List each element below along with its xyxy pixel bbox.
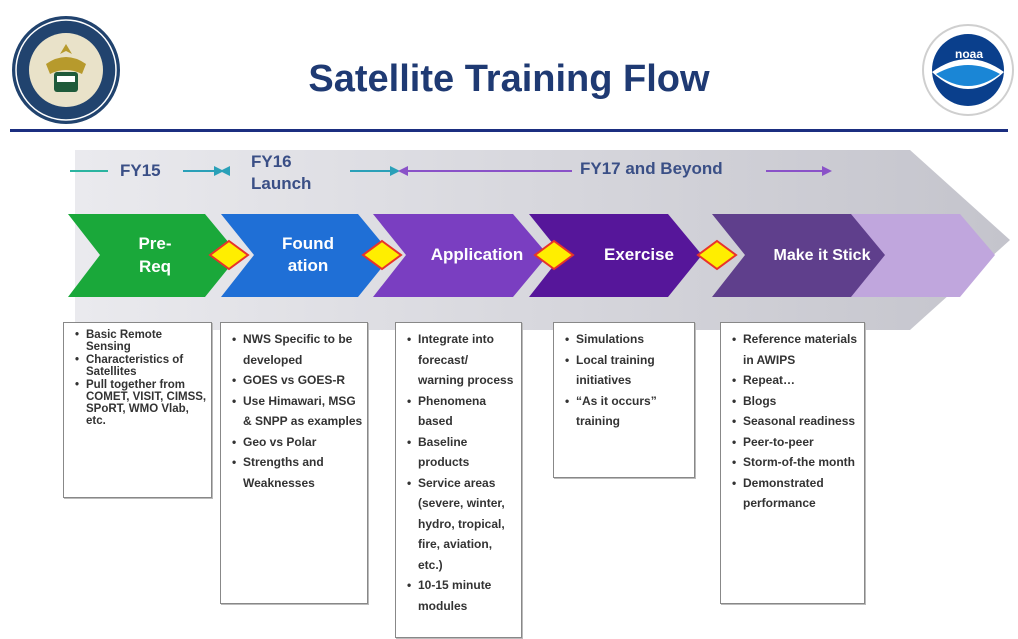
detail-list-foundation: NWS Specific to be developed GOES vs GOE… — [221, 323, 367, 493]
noaa-logo: noaa — [922, 24, 1014, 116]
list-item: Baseline products — [404, 432, 517, 473]
list-item: Pull together from COMET, VISIT, CIMSS, … — [72, 379, 207, 427]
detail-box-exercise: Simulations Local training initiatives “… — [553, 322, 695, 478]
list-item: “As it occurs” training — [562, 391, 690, 432]
timeline-label-fy16-launch: Launch — [251, 174, 312, 193]
stage-chevron-pre-req — [68, 214, 239, 297]
list-item: Reference materials in AWIPS — [729, 329, 860, 370]
list-item: Service areas (severe, winter, hydro, tr… — [404, 473, 517, 576]
list-item: Integrate into forecast/ warning process — [404, 329, 517, 391]
list-item: Seasonal readiness — [729, 411, 860, 432]
list-item: Basic Remote Sensing — [72, 329, 207, 353]
connector-diamond-4 — [696, 239, 738, 271]
stage-label-foundation-2: ation — [288, 256, 329, 275]
connector-diamond-1 — [208, 239, 250, 271]
detail-box-pre-req: Basic Remote Sensing Characteristics of … — [63, 322, 212, 498]
list-item: Local training initiatives — [562, 350, 690, 391]
stage-chevron-exercise — [529, 214, 702, 297]
timeline-label-fy16: FY16 — [251, 152, 292, 171]
stage-label-exercise: Exercise — [604, 245, 674, 264]
detail-list-exercise: Simulations Local training initiatives “… — [554, 323, 694, 432]
detail-list-application: Integrate into forecast/ warning process… — [396, 323, 521, 616]
page-title: Satellite Training Flow — [308, 58, 710, 100]
list-item: 10-15 minute modules — [404, 575, 517, 616]
list-item: NWS Specific to be developed — [229, 329, 363, 370]
stage-label-foundation-1: Found — [282, 234, 334, 253]
timeline-label-fy15: FY15 — [120, 161, 161, 180]
detail-box-application: Integrate into forecast/ warning process… — [395, 322, 522, 638]
stage-label-pre-req-1: Pre- — [138, 234, 171, 253]
list-item: Geo vs Polar — [229, 432, 363, 453]
timeline-label-fy17: FY17 and Beyond — [580, 159, 723, 178]
list-item: Use Himawari, MSG & SNPP as examples — [229, 391, 363, 432]
stage-label-pre-req-2: Req — [139, 257, 171, 276]
list-item: Phenomena based — [404, 391, 517, 432]
title-divider — [10, 129, 1008, 132]
list-item: Demonstrated performance — [729, 473, 860, 514]
detail-list-pre-req: Basic Remote Sensing Characteristics of … — [64, 323, 211, 427]
list-item: Storm-of-the month — [729, 452, 860, 473]
stage-chevron-foundation — [221, 214, 392, 297]
list-item: GOES vs GOES-R — [229, 370, 363, 391]
detail-box-make-it-stick: Reference materials in AWIPS Repeat… Blo… — [720, 322, 865, 604]
list-item: Simulations — [562, 329, 690, 350]
detail-box-foundation: NWS Specific to be developed GOES vs GOE… — [220, 322, 368, 604]
list-item: Characteristics of Satellites — [72, 354, 207, 378]
stage-label-application: Application — [431, 245, 524, 264]
list-item: Strengths and Weaknesses — [229, 452, 363, 493]
stage-chevron-make-it-stick — [712, 214, 885, 297]
list-item: Blogs — [729, 391, 860, 412]
noaa-logo-text: noaa — [955, 47, 983, 61]
connector-diamond-3 — [533, 239, 575, 271]
list-item: Peer-to-peer — [729, 432, 860, 453]
detail-list-make-it-stick: Reference materials in AWIPS Repeat… Blo… — [721, 323, 864, 514]
list-item: Repeat… — [729, 370, 860, 391]
stage-chevron-application — [373, 214, 548, 297]
connector-diamond-2 — [361, 239, 403, 271]
stage-label-make-it-stick: Make it Stick — [774, 247, 871, 264]
commerce-seal-logo — [12, 16, 120, 124]
